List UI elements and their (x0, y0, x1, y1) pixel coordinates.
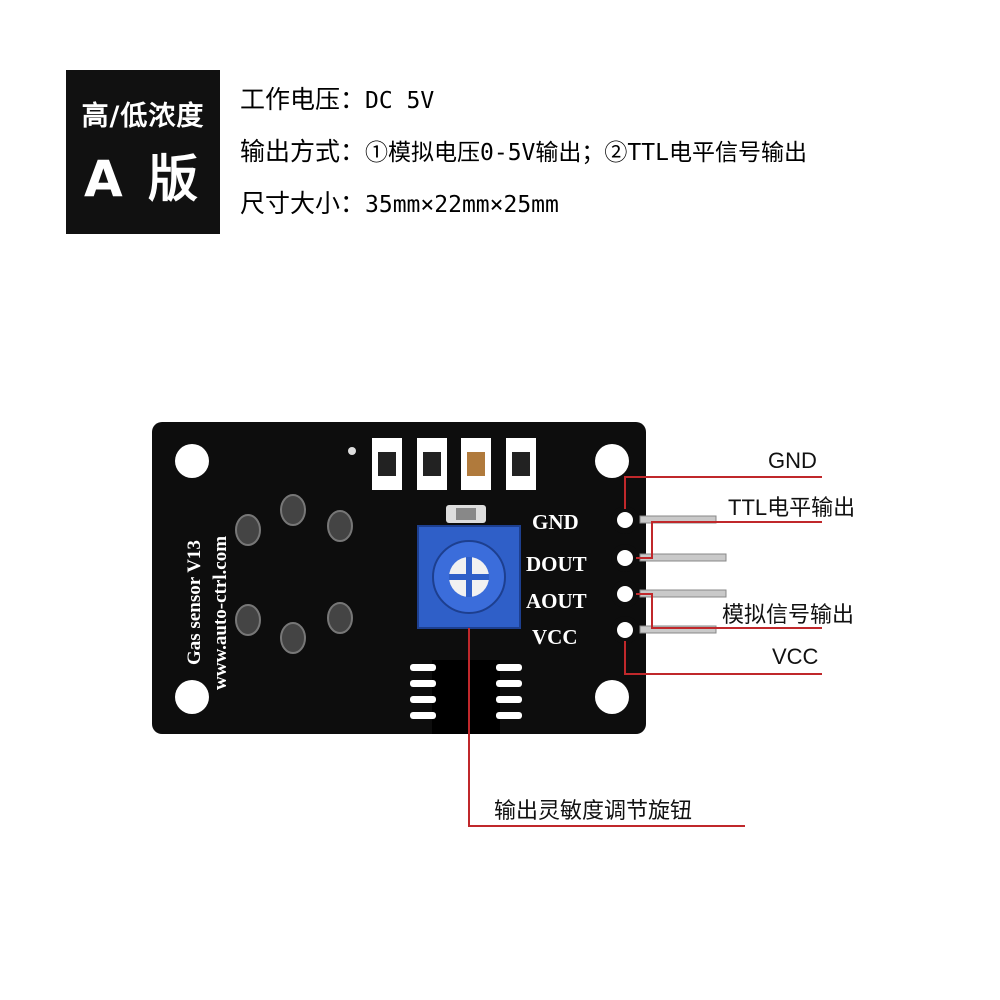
spec-label: 输出方式： (240, 137, 366, 166)
silkscreen-dout: DOUT (526, 552, 587, 576)
callout-gnd: GND (768, 448, 817, 473)
mounting-hole (175, 444, 209, 478)
smd-components (372, 438, 536, 490)
spec-value: 35mm×22mm×25mm (365, 192, 559, 218)
badge-version-label: A 版 (83, 149, 203, 208)
spec-value: DC 5V (365, 88, 435, 114)
sensor-pins (235, 494, 353, 654)
spec-label: 工作电压： (240, 85, 366, 114)
silkscreen-aout: AOUT (526, 589, 587, 613)
mounting-hole (595, 680, 629, 714)
mounting-hole (175, 680, 209, 714)
silkscreen-url: www.auto-ctrl.com (210, 536, 231, 690)
callout-analog-output: 模拟信号输出 (722, 602, 855, 627)
silkscreen-vcc: VCC (532, 625, 578, 649)
silkscreen-gnd: GND (532, 510, 579, 534)
pcb-board (152, 422, 646, 734)
callout-lines (468, 476, 822, 827)
ic-chip (410, 660, 522, 734)
silkscreen-model: Gas sensor V13 (184, 540, 205, 665)
spec-value: ①模拟电压0-5V输出；②TTL电平信号输出 (365, 140, 807, 166)
spec-label: 尺寸大小： (240, 189, 366, 218)
callout-vcc: VCC (772, 644, 819, 669)
badge-concentration-label: 高/低浓度 (81, 100, 205, 132)
spec-output: 输出方式：①模拟电压0-5V输出；②TTL电平信号输出 (240, 132, 807, 168)
version-badge: 高/低浓度 A 版 (66, 70, 220, 234)
via (348, 447, 356, 455)
spec-voltage: 工作电压：DC 5V (240, 80, 434, 116)
callout-sensitivity-knob: 输出灵敏度调节旋钮 (494, 798, 693, 823)
potentiometer (417, 525, 521, 629)
header-pins (611, 506, 727, 644)
spec-size: 尺寸大小：35mm×22mm×25mm (240, 184, 559, 220)
callout-ttl-output: TTL电平输出 (728, 495, 856, 520)
mounting-hole (595, 444, 629, 478)
